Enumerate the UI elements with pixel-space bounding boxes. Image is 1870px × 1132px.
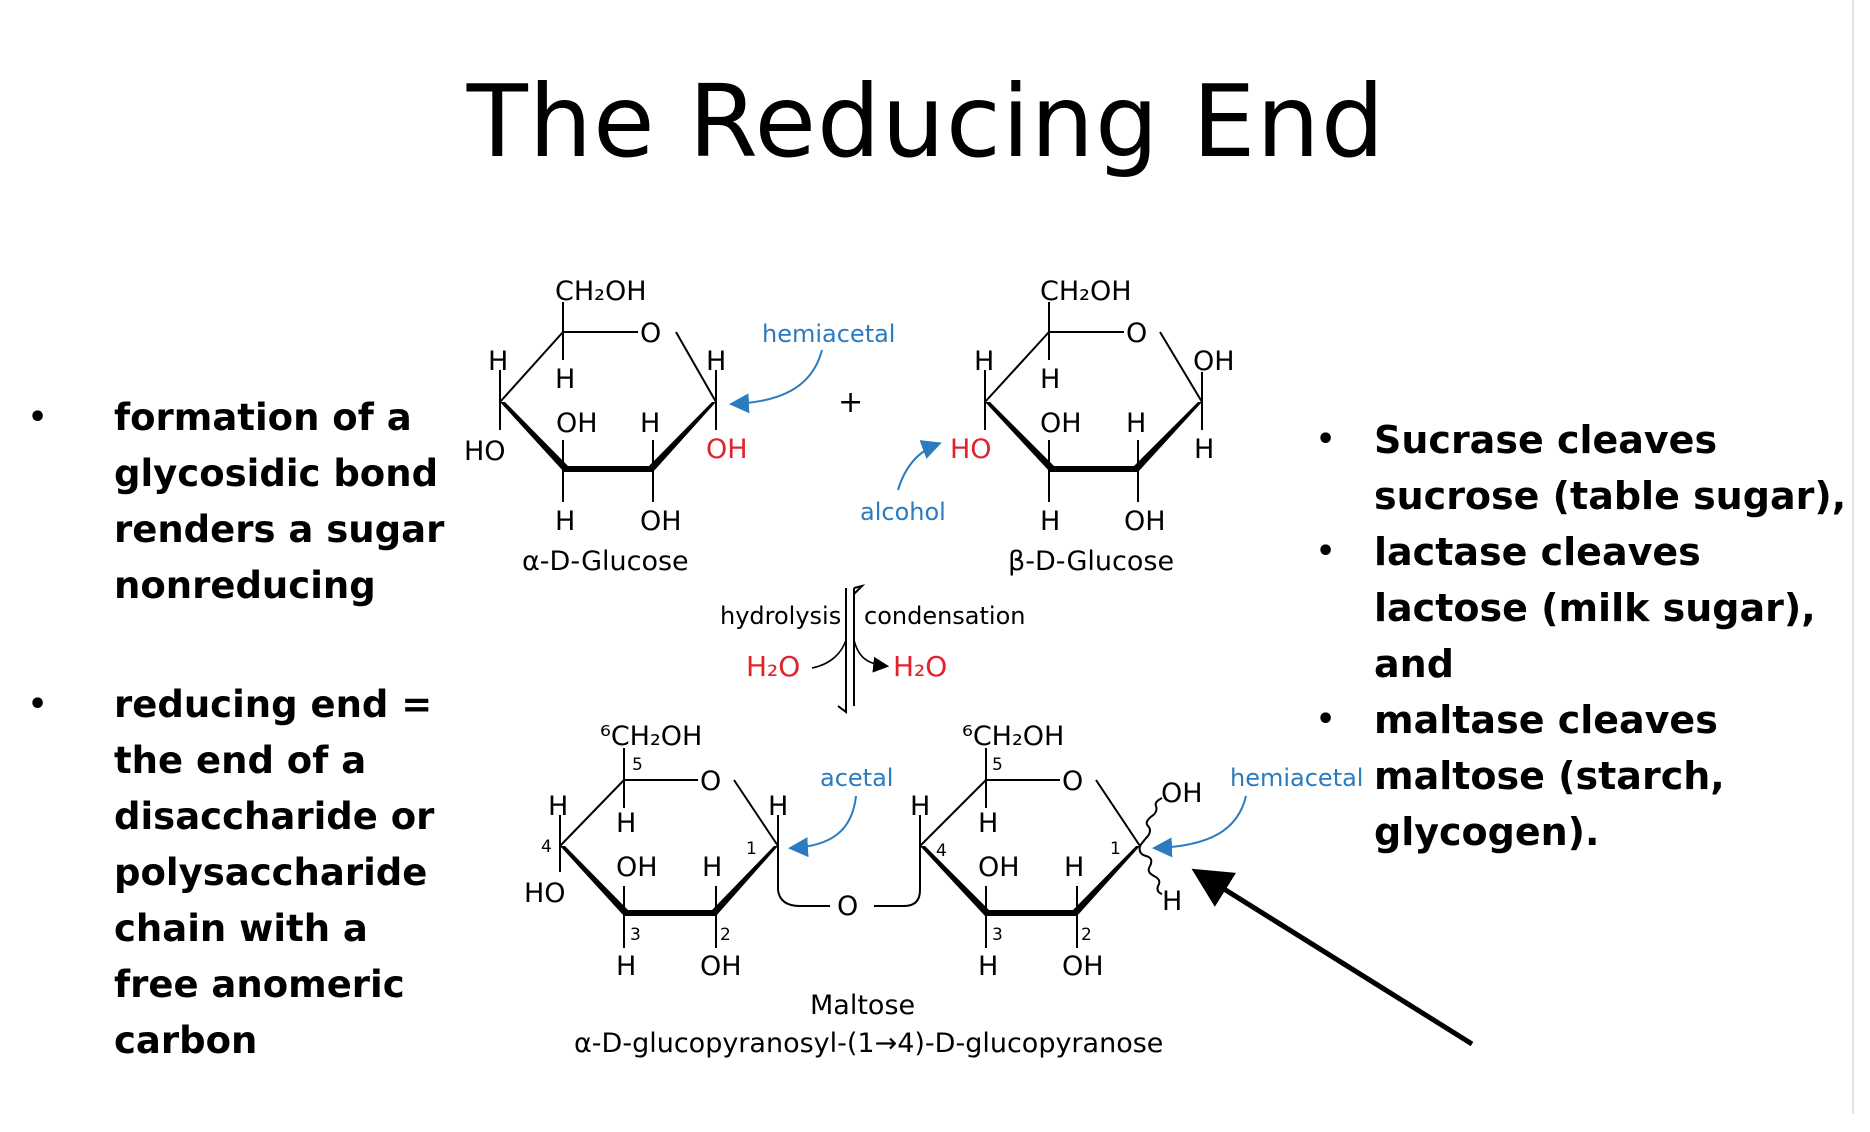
alpha-glucose-name: α-D-Glucose: [522, 546, 689, 577]
alpha-glucose-structure: [499, 302, 717, 502]
maltose-ring1-ch2oh: ⁶CH₂OH: [600, 721, 702, 752]
right-bullet-list: • Sucrase cleaves sucrose (table sugar),…: [1310, 412, 1850, 860]
maltose-ring1-c3: 3: [630, 925, 641, 945]
alpha-ch2oh: CH₂OH: [555, 276, 647, 307]
maltose-ring2-h-bottom: H: [978, 951, 998, 982]
right-bullet-2: • lactase cleaves lactose (milk sugar), …: [1310, 524, 1850, 692]
maltose-ring2-ch2oh: ⁶CH₂OH: [962, 721, 1064, 752]
bullet-dot-icon: •: [28, 687, 48, 722]
beta-ring-o: O: [1126, 318, 1147, 349]
maltose-ring2-c3: 3: [992, 925, 1003, 945]
left-bullet-list: • formation of a glycosidic bond renders…: [28, 390, 458, 1132]
hydrolysis-label: hydrolysis: [720, 602, 841, 630]
maltose-ring2-o: O: [1062, 766, 1083, 797]
alpha-h-anomeric: H: [706, 346, 726, 377]
alpha-oh-bottom: OH: [640, 506, 682, 537]
beta-h-c2: H: [1126, 408, 1146, 439]
right-bullet-1: • Sucrase cleaves sucrose (table sugar),: [1310, 412, 1850, 524]
alpha-oh-anomeric: OH: [706, 434, 748, 465]
maltose-ring2-h-c2: H: [1064, 852, 1084, 883]
maltose-ring1-h-bottom: H: [616, 951, 636, 982]
beta-ho: HO: [950, 434, 992, 465]
beta-glucose-structure: [984, 302, 1203, 502]
maltose-ring2-oh-bottom: OH: [1062, 951, 1104, 982]
reducing-end-pointer-arrow-icon: [1191, 868, 1474, 1047]
maltose-bridge-o: O: [837, 891, 858, 922]
maltose-ring1-oh-bottom: OH: [700, 951, 742, 982]
maltose-ring2-c5: 5: [992, 755, 1003, 775]
alpha-ring-o: O: [640, 318, 661, 349]
acetal-label: acetal: [820, 764, 893, 792]
beta-h-c5: H: [1040, 364, 1060, 395]
maltose-ring2-structure: [919, 748, 1163, 948]
beta-ch2oh: CH₂OH: [1040, 276, 1132, 307]
alpha-ho: HO: [464, 436, 506, 467]
beta-h-left: H: [974, 346, 994, 377]
hemiacetal-label-top: hemiacetal: [762, 320, 895, 348]
maltose-name: Maltose: [810, 990, 915, 1021]
right-bullet-3: • maltase cleaves maltose (starch, glyco…: [1310, 692, 1850, 860]
alpha-oh-c3: OH: [556, 408, 598, 439]
acetal-arrow-icon: [788, 795, 857, 858]
maltose-ring2-h-c5: H: [978, 808, 998, 839]
maltose-ring2-c4: 4: [936, 841, 947, 861]
slide-title: The Reducing End: [466, 63, 1386, 180]
left-bullet-1-text: formation of a glycosidic bond renders a…: [114, 396, 445, 607]
right-bullet-3-text: maltase cleaves maltose (starch, glycoge…: [1374, 698, 1725, 854]
hemiacetal-arrow-maltose-icon: [1152, 795, 1247, 858]
maltose-systematic-name: α-D-glucopyranosyl-(1→4)-D-glucopyranose: [574, 1028, 1163, 1059]
alcohol-arrow-icon: [897, 440, 942, 491]
maltose-ring2-h-left: H: [910, 791, 930, 822]
alpha-h-bottom: H: [555, 506, 575, 537]
condensation-label: condensation: [864, 602, 1025, 630]
maltose-ring1-h-c2: H: [702, 852, 722, 883]
maltose-ring1-h-c5: H: [616, 808, 636, 839]
maltose-ring1-c2: 2: [720, 925, 731, 945]
maltose-ring1-h-c1: H: [768, 791, 788, 822]
maltose-ring2-c2: 2: [1081, 925, 1092, 945]
maltose-ring1-h-left: H: [548, 791, 568, 822]
alpha-h-left: H: [488, 346, 508, 377]
maltose-ring1-c5: 5: [632, 755, 643, 775]
bullet-dot-icon: •: [28, 400, 48, 435]
left-bullet-2: • reducing end = the end of a disacchari…: [28, 677, 458, 1069]
hemiacetal-label-maltose: hemiacetal: [1230, 764, 1363, 792]
maltose-ring1-ho: HO: [524, 878, 566, 909]
beta-oh-bottom: OH: [1124, 506, 1166, 537]
maltose-ring1-c1: 1: [746, 839, 757, 859]
equilibrium-arrows-icon: [837, 584, 866, 714]
alcohol-label: alcohol: [860, 498, 946, 526]
right-bullet-2-text: lactase cleaves lactose (milk sugar), an…: [1374, 530, 1816, 686]
water-left: H₂O: [746, 650, 800, 683]
water-out-arrow-icon: [853, 639, 890, 673]
slide-edge-divider: [1852, 0, 1854, 1114]
right-bullet-1-text: Sucrase cleaves sucrose (table sugar),: [1374, 418, 1847, 518]
bullet-dot-icon: •: [1316, 422, 1336, 457]
beta-oh-anomeric: OH: [1193, 346, 1235, 377]
maltose-ring1-structure: [559, 748, 921, 948]
maltose-ring1-c4: 4: [541, 837, 552, 857]
left-bullet-1: • formation of a glycosidic bond renders…: [28, 390, 458, 614]
beta-glucose-name: β-D-Glucose: [1008, 546, 1174, 577]
alpha-h-c5: H: [555, 364, 575, 395]
alpha-h-c2: H: [640, 408, 660, 439]
maltose-ring1-oh: OH: [616, 852, 658, 883]
water-right: H₂O: [893, 650, 947, 683]
beta-h-bottom: H: [1040, 506, 1060, 537]
maltose-ring2-oh-anomeric: OH: [1161, 778, 1203, 809]
bullet-dot-icon: •: [1316, 534, 1336, 569]
left-bullet-2-term: reducing end: [114, 683, 389, 726]
maltose-ring2-c1: 1: [1110, 839, 1121, 859]
beta-h-anomeric: H: [1194, 434, 1214, 465]
plus-sign: +: [838, 385, 863, 420]
water-in-arrow-icon: [811, 639, 847, 669]
beta-oh-c3: OH: [1040, 408, 1082, 439]
maltose-ring1-o: O: [700, 766, 721, 797]
left-bullet-2-text: = the end of a disaccharide or polysacch…: [114, 683, 435, 1062]
maltose-ring2-h-anomeric: H: [1162, 886, 1182, 917]
maltose-ring2-oh: OH: [978, 852, 1020, 883]
hemiacetal-arrow-top-icon: [729, 349, 823, 414]
bullet-dot-icon: •: [1316, 702, 1336, 737]
